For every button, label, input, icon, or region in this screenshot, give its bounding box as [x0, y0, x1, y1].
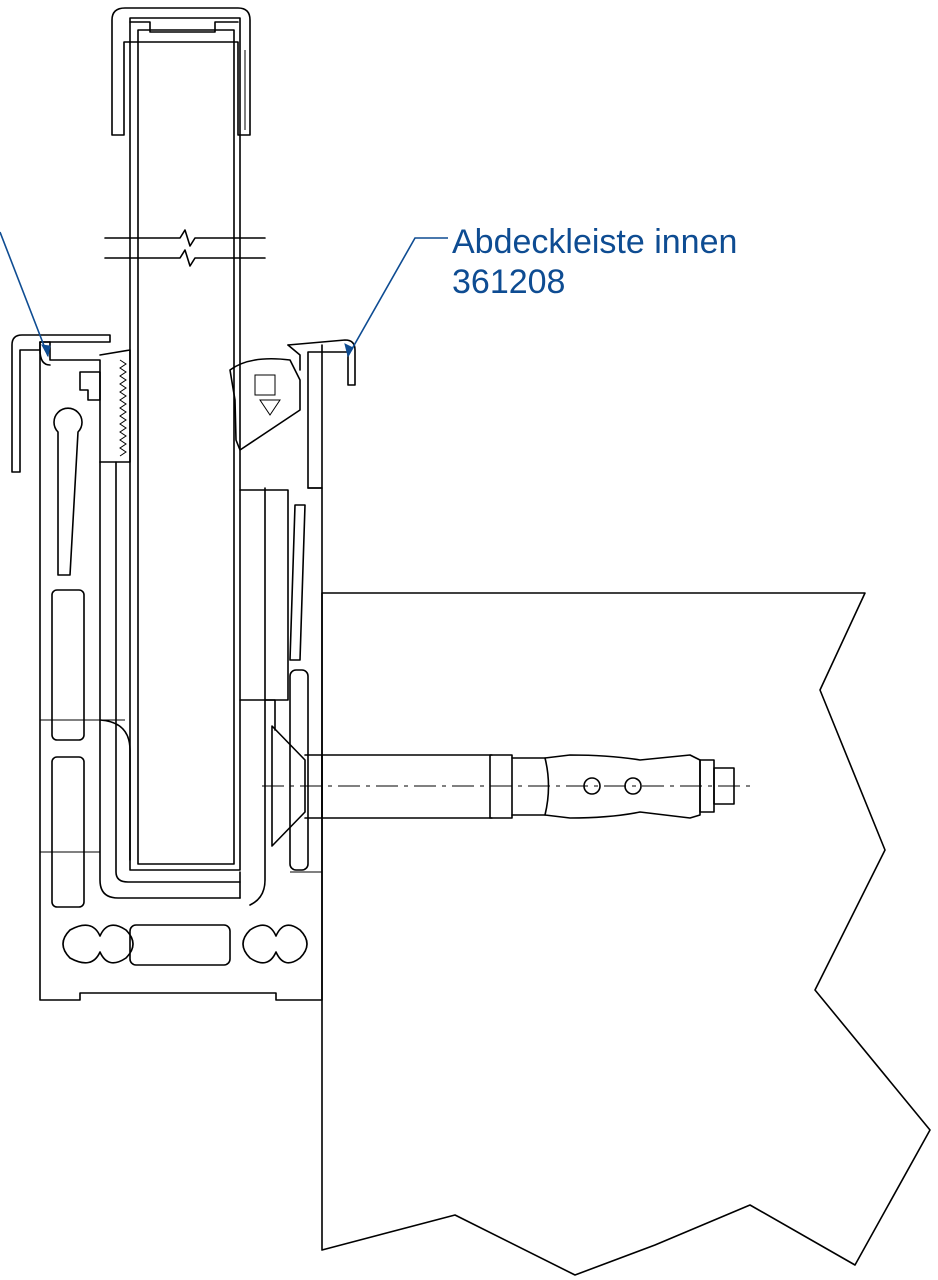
callout-leader-inner	[344, 237, 448, 358]
callout-label: Abdeckleiste innen 361208	[452, 222, 737, 302]
inner-wedge	[229, 357, 301, 731]
concrete-wall	[321, 592, 931, 1276]
glass-pane	[99, 7, 266, 871]
callout-leader-outer	[0, 231, 51, 358]
callout-part-number: 361208	[452, 263, 566, 301]
callout-part-name: Abdeckleiste innen	[452, 223, 738, 261]
cover-strip-inner	[287, 339, 356, 489]
base-profile	[39, 341, 323, 1001]
anchor-bolt	[262, 725, 755, 847]
cover-strip-outer	[11, 334, 111, 473]
